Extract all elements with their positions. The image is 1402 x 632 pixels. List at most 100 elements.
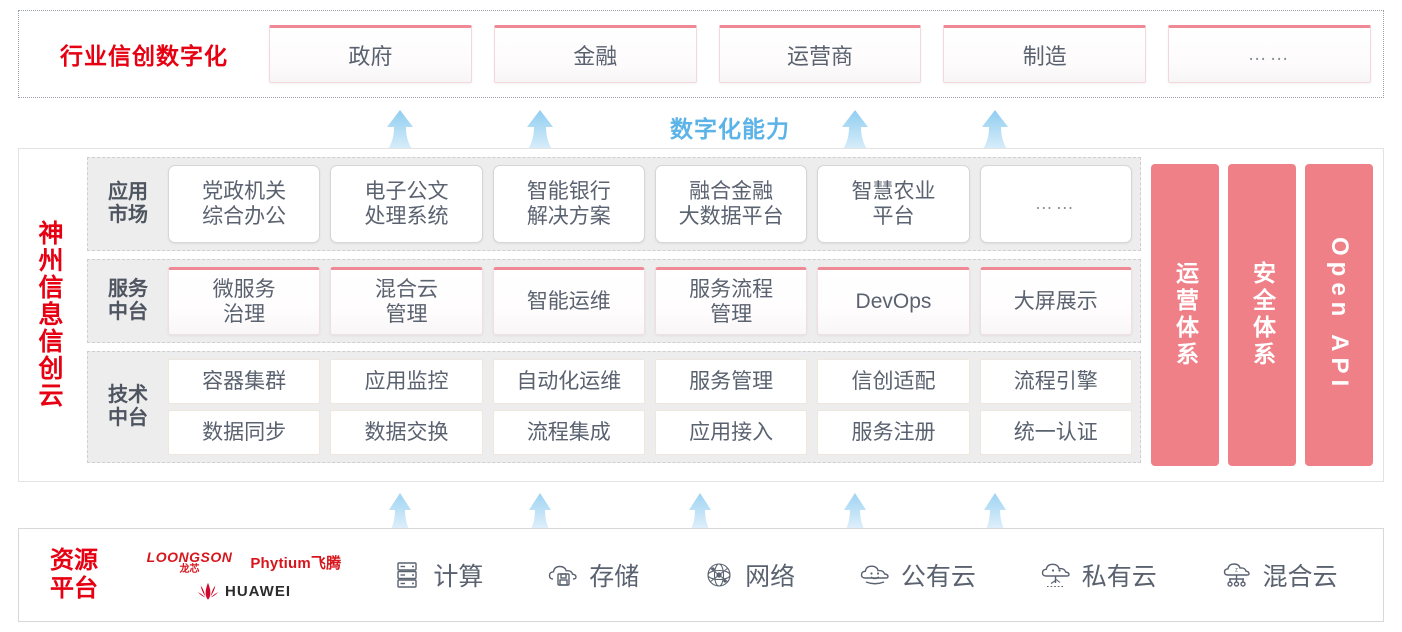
app-card-finance-bigdata[interactable]: 融合金融大数据平台 [654,165,808,243]
resource-item-public-cloud[interactable]: 公有云 [858,557,976,593]
layer-label-line: 技术 [108,384,148,406]
layer-rows: 应用 市场 党政机关综合办公 电子公文处理系统 智能银行解决方案 融合金融大数据… [87,157,1141,473]
side-panel-label: Open API [1326,237,1353,393]
phytium-logo: Phytium飞腾 [250,555,342,572]
cloud-title-char: 信 [38,273,64,302]
vendor-logo-row-2: HUAWEI [197,582,291,600]
resource-item-network[interactable]: 网络 [702,557,795,593]
capability-label: 数字化能力 [670,116,790,142]
tech-card-service-registry[interactable]: 服务注册 [817,410,970,455]
industry-box-operator[interactable]: 运营商 [718,25,922,83]
up-arrow-icon [379,490,421,532]
technology-row-1: 容器集群 应用监控 自动化运维 服务管理 信创适配 流程引擎 [168,359,1132,404]
cloud-title-char: 神 [38,219,64,248]
resource-title-line: 资源 [50,547,98,575]
side-panel-label: 运营体系 [1172,261,1199,369]
resource-item-compute[interactable]: 计算 [390,557,483,593]
cloud-panel-title: 神 州 信 息 信 创 云 [19,149,83,481]
layer-label-line: 应用 [108,181,148,203]
cloud-panel-body: 应用 市场 党政机关综合办公 电子公文处理系统 智能银行解决方案 融合金融大数据… [83,149,1383,481]
capability-arrow-strip: 数字化能力 [0,104,1402,150]
loongson-logo: LOONGSON 龙芯 [147,550,233,575]
cloud-title-char: 信 [38,327,64,356]
resource-item-private-cloud[interactable]: 私有云 [1039,557,1157,593]
up-arrow-icon [379,108,421,150]
huawei-logo: HUAWEI [197,582,291,600]
tech-card-app-monitoring[interactable]: 应用监控 [330,359,483,404]
resource-platform-panel: 资源 平台 LOONGSON 龙芯 Phytium飞腾 [18,528,1384,622]
tech-card-data-sync[interactable]: 数据同步 [168,410,321,455]
resource-item-label: 混合云 [1262,563,1338,591]
app-card-government-office[interactable]: 党政机关综合办公 [168,165,321,243]
cloud-storage-icon [546,558,580,592]
svc-card-intelligent-ops[interactable]: 智能运维 [492,267,645,335]
industry-box-list: 政府 金融 运营商 制造 …… [269,25,1383,83]
layer-label-technology-platform: 技术 中台 [96,384,160,430]
tech-card-service-mgmt[interactable]: 服务管理 [654,359,808,404]
industry-box-manufacturing[interactable]: 制造 [943,25,1147,83]
side-panel-label: 安全体系 [1249,261,1276,369]
cloud-title-char: 息 [38,300,64,329]
resource-item-label: 网络 [745,563,796,591]
app-card-smart-banking[interactable]: 智能银行解决方案 [492,165,645,243]
cloud-title-char: 创 [38,354,64,383]
layer-service-platform: 服务 中台 微服务治理 混合云管理 智能运维 服务流程管理 DevOps 大屏展… [87,259,1141,343]
up-arrow-icon [519,490,561,532]
svc-card-devops[interactable]: DevOps [817,267,970,335]
industry-box-more[interactable]: …… [1168,25,1371,83]
cloud-title-char: 州 [38,246,64,275]
svc-card-service-process-mgmt[interactable]: 服务流程管理 [654,267,808,335]
cloud-panel: 神 州 信 息 信 创 云 应用 市场 党政机关综合办公 电子公文处理系统 [18,148,1384,482]
tech-card-xinchuang-adaptation[interactable]: 信创适配 [817,359,970,404]
resource-item-label: 计算 [433,563,484,591]
svc-card-hybrid-cloud-mgmt[interactable]: 混合云管理 [330,267,483,335]
resource-item-storage[interactable]: 存储 [546,557,639,593]
resource-item-label: 存储 [589,563,640,591]
side-panel-operations-system[interactable]: 运营体系 [1151,164,1219,466]
app-card-edoc-system[interactable]: 电子公文处理系统 [330,165,483,243]
layer-label-line: 中台 [108,407,148,429]
tech-card-process-engine[interactable]: 流程引擎 [979,359,1132,404]
vendor-logo-row-1: LOONGSON 龙芯 Phytium飞腾 [147,550,342,575]
up-arrow-icon [974,490,1016,532]
layer-label-service-platform: 服务 中台 [96,278,160,324]
side-panel-security-system[interactable]: 安全体系 [1228,164,1296,466]
technology-platform-items: 容器集群 应用监控 自动化运维 服务管理 信创适配 流程引擎 数据同步 数据交换… [168,359,1132,455]
huawei-flower-icon [197,582,219,600]
up-arrow-icon [834,490,876,532]
app-card-more[interactable]: …… [979,165,1132,243]
up-arrow-icon [834,108,876,150]
tech-card-data-exchange[interactable]: 数据交换 [330,410,483,455]
tech-card-unified-auth[interactable]: 统一认证 [979,410,1132,455]
app-card-smart-agriculture[interactable]: 智慧农业平台 [817,165,970,243]
resource-item-label: 公有云 [900,563,976,591]
public-cloud-icon [858,558,892,592]
layer-application-market: 应用 市场 党政机关综合办公 电子公文处理系统 智能银行解决方案 融合金融大数据… [87,157,1141,251]
layer-technology-platform: 技术 中台 容器集群 应用监控 自动化运维 服务管理 信创适配 流程引擎 [87,351,1141,463]
side-panel-open-api[interactable]: Open API [1305,164,1373,466]
service-platform-items: 微服务治理 混合云管理 智能运维 服务流程管理 DevOps 大屏展示 [168,267,1132,335]
industry-box-government[interactable]: 政府 [269,25,472,83]
network-icon [702,558,736,592]
tech-card-app-access[interactable]: 应用接入 [654,410,808,455]
hybrid-cloud-icon: z [1220,558,1254,592]
resource-item-hybrid-cloud[interactable]: z 混合云 [1220,557,1338,593]
up-arrow-icon [679,490,721,532]
technology-row-2: 数据同步 数据交换 流程集成 应用接入 服务注册 统一认证 [168,410,1132,455]
vendor-logo-group: LOONGSON 龙芯 Phytium飞腾 [129,550,359,600]
svg-text:z: z [1235,568,1238,574]
resource-item-label: 私有云 [1081,563,1157,591]
tech-card-automated-ops[interactable]: 自动化运维 [492,359,645,404]
loongson-logo-text: LOONGSON [146,549,233,565]
private-cloud-icon [1039,558,1073,592]
resource-title-line: 平台 [50,575,98,602]
svc-card-microservice-governance[interactable]: 微服务治理 [168,267,321,335]
industry-band: 行业信创数字化 政府 金融 运营商 制造 …… [18,10,1384,98]
svc-card-bigscreen-display[interactable]: 大屏展示 [979,267,1132,335]
huawei-logo-text: HUAWEI [225,582,291,600]
tech-card-container-cluster[interactable]: 容器集群 [168,359,321,404]
layer-label-line: 市场 [108,204,148,226]
industry-box-finance[interactable]: 金融 [493,25,697,83]
tech-card-process-integration[interactable]: 流程集成 [492,410,645,455]
